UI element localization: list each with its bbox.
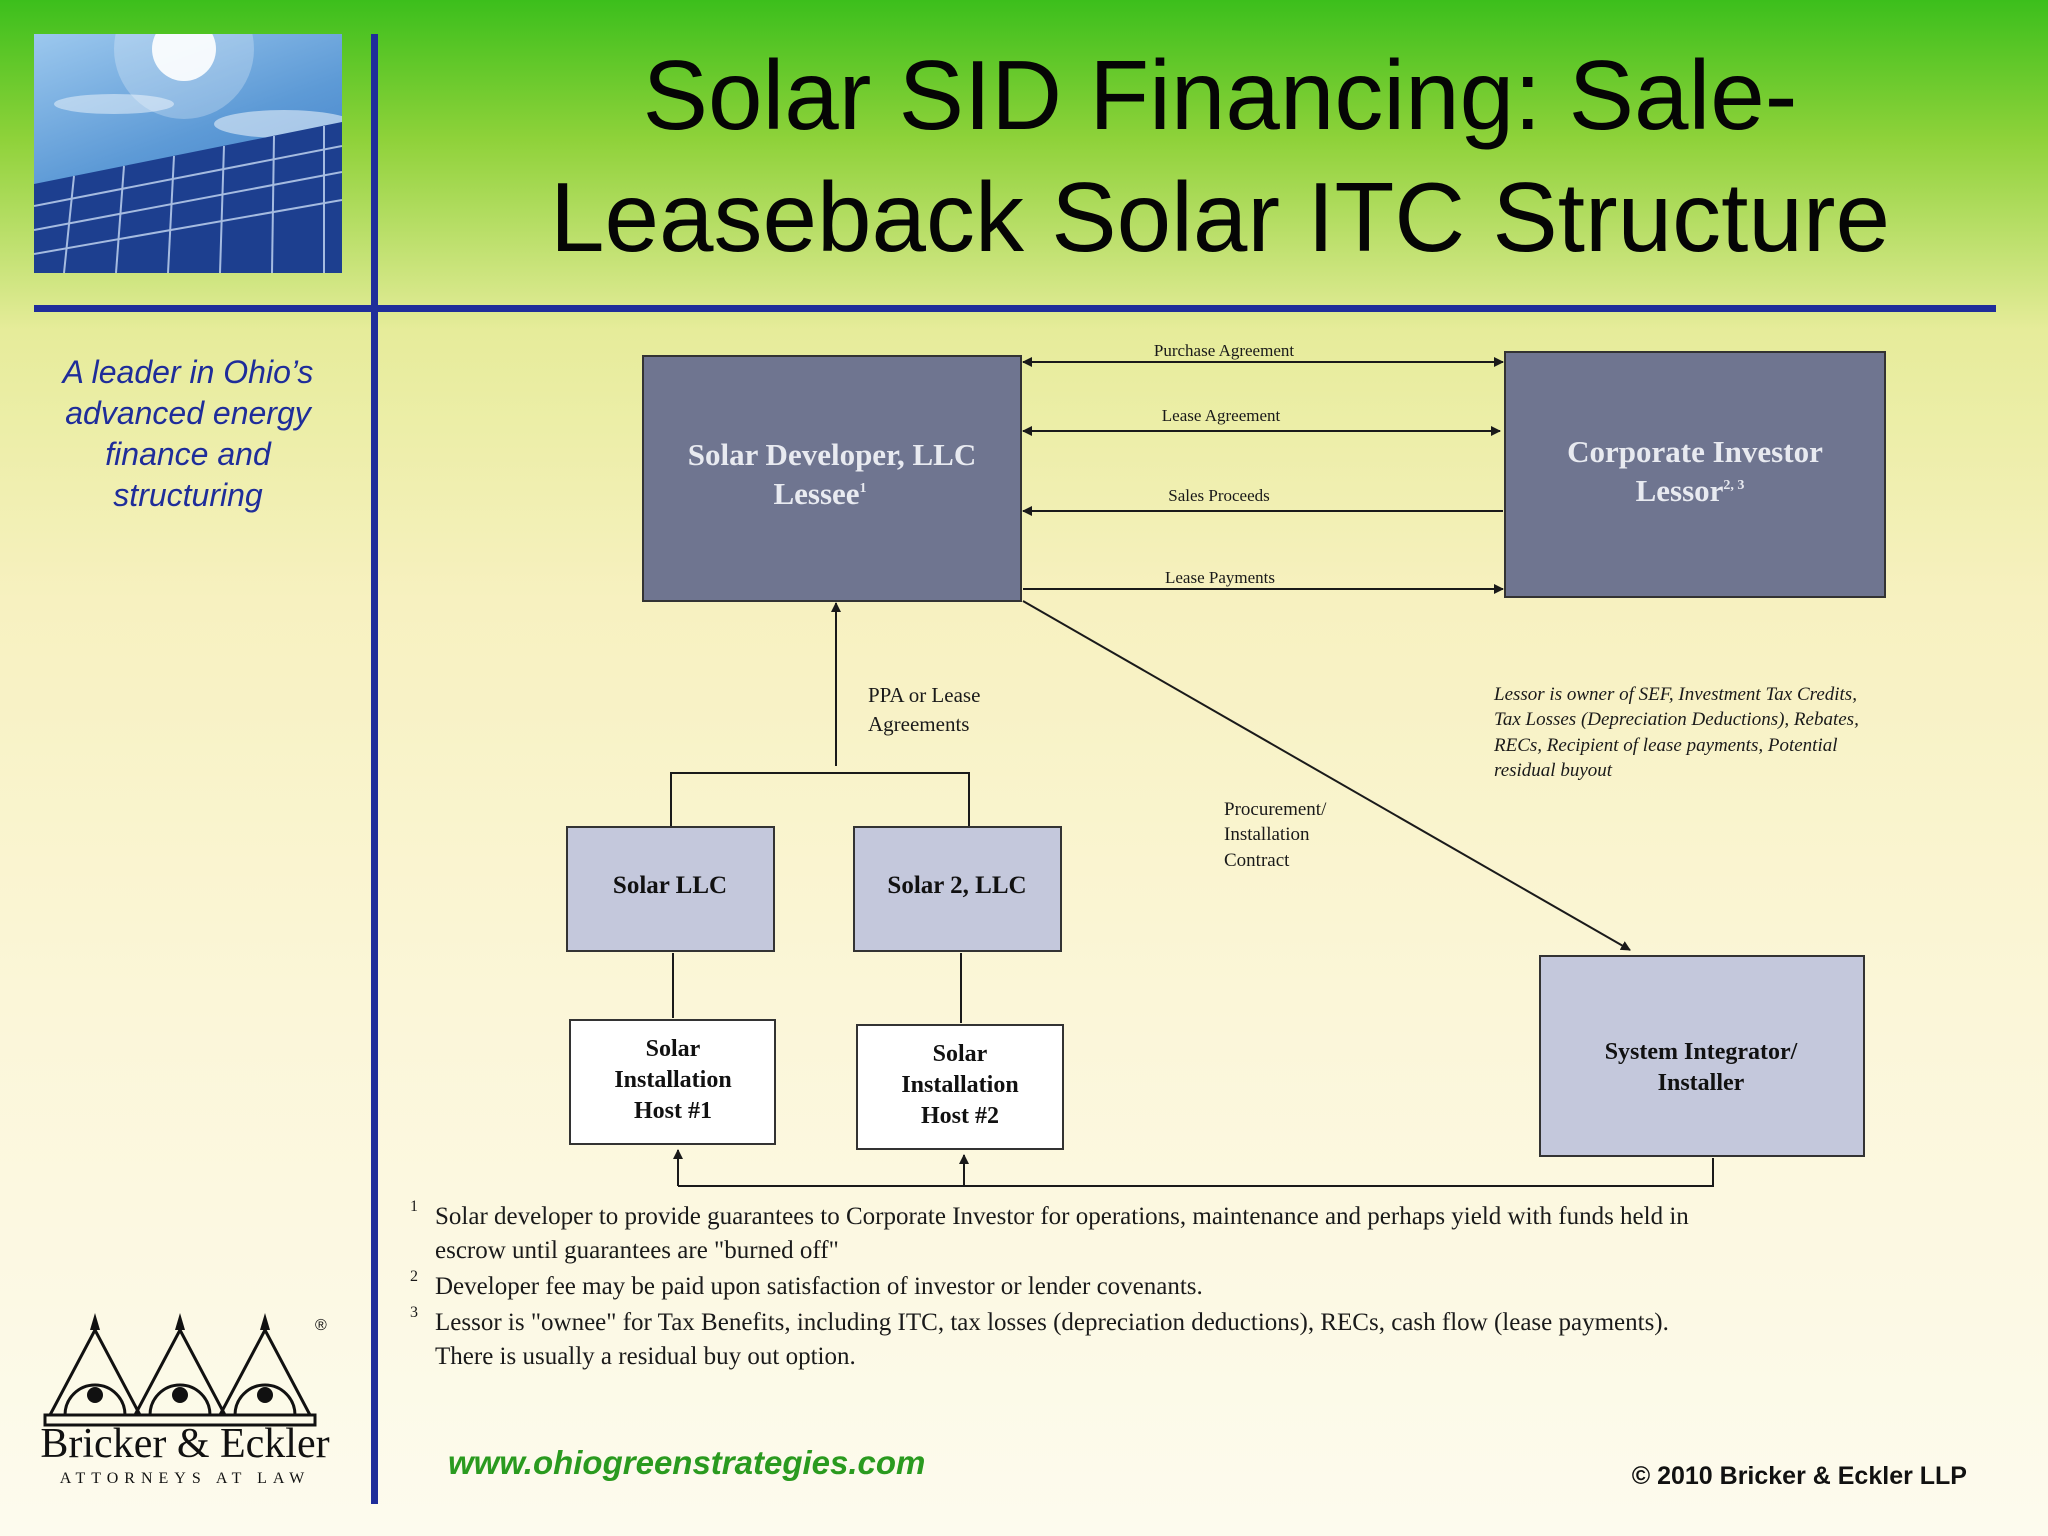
tagline-line: structuring [113,477,263,513]
procurement-label: Procurement/ [1224,799,1327,820]
tagline-line: finance and [105,436,271,472]
corporate-investor-box [1504,351,1886,598]
sales-proceeds-label: Sales Proceeds [1168,486,1270,505]
tagline: A leader in Ohio’s advanced energy finan… [34,352,342,516]
investor-role: Lessor2, 3 [1636,473,1745,508]
firm-name: Bricker & Eckler [40,1421,330,1467]
ppa-label: Agreements [868,712,969,736]
host-2-label: Solar [933,1041,988,1067]
lease-agreement-label: Lease Agreement [1162,406,1281,425]
vertical-divider [371,34,378,1504]
website-link[interactable]: www.ohiogreenstrategies.com [448,1444,926,1481]
tagline-line: A leader in Ohio’s [62,354,314,390]
host-1-label: Host #1 [634,1098,712,1124]
footnotes: 1 Solar developer to provide guarantees … [410,1198,1970,1376]
host-1-label: Solar [646,1036,701,1062]
developer-label: Solar Developer, LLC [688,437,976,472]
solar-2-llc-label: Solar 2, LLC [887,872,1026,899]
solar-llc-label: Solar LLC [613,872,727,899]
solar-panel-photo [34,34,342,273]
solar-2-llc-box [853,826,1062,952]
lessor-note: RECs, Recipient of lease payments, Poten… [1493,735,1838,756]
host-2-label: Host #2 [921,1103,999,1129]
lessor-note: residual buyout [1494,760,1613,781]
system-integrator-box [1539,955,1865,1157]
title-line-2: Leaseback Solar ITC Structure [550,162,1890,272]
footnote-text: There is usually a residual buy out opti… [435,1343,856,1370]
firm-subtitle: ATTORNEYS AT LAW [59,1470,311,1487]
integrator-label: Installer [1658,1070,1745,1096]
solar-panel-graphic [34,34,342,273]
host-2-box [856,1024,1064,1150]
footnote-number: 2 [410,1268,418,1285]
ppa-label: PPA or Lease [868,683,980,707]
registered-mark: ® [315,1317,327,1334]
footnote-text: Lessor is "ownee" for Tax Benefits, incl… [435,1309,1669,1336]
footnote-number: 1 [410,1198,418,1215]
footnote-text: escrow until guarantees are "burned off" [435,1237,839,1264]
tagline-line: advanced energy [65,395,311,431]
solar-developer-box [642,355,1022,602]
investor-label: Corporate Investor [1567,434,1823,469]
lessor-note: Lessor is owner of SEF, Investment Tax C… [1493,684,1857,705]
procurement-label: Contract [1224,850,1290,871]
procurement-arrow [1022,600,1631,951]
host-1-box [569,1019,776,1145]
lessor-note: Tax Losses (Depreciation Deductions), Re… [1494,709,1859,730]
title-line-1: Solar SID Financing: Sale- [642,40,1798,150]
procurement-label: Installation [1224,824,1310,845]
page-title: Solar SID Financing: Sale- Leaseback Sol… [440,34,2000,278]
ppa-bracket [670,772,970,826]
footnote-text: Developer fee may be paid upon satisfact… [435,1273,1203,1300]
footnote-number: 3 [410,1304,418,1321]
host-2-label: Installation [901,1072,1018,1098]
footnote-text: Solar developer to provide guarantees to… [435,1203,1689,1230]
solar-llc-box [566,826,775,952]
installer-return-line [678,1158,1714,1187]
lease-payments-label: Lease Payments [1165,568,1275,587]
horizontal-divider [34,305,1996,312]
purchase-agreement-label: Purchase Agreement [1154,341,1294,360]
copyright: © 2010 Bricker & Eckler LLP [1631,1462,1967,1490]
footnote-1: 1 Solar developer to provide guarantees … [410,1198,1970,1268]
integrator-label: System Integrator/ [1605,1039,1798,1065]
developer-role: Lessee1 [773,476,866,511]
footnote-2: 2 Developer fee may be paid upon satisfa… [410,1268,1970,1304]
bricker-eckler-logo-icon: ® [43,1313,327,1427]
host-1-label: Installation [614,1067,731,1093]
footnote-3: 3 Lessor is "ownee" for Tax Benefits, in… [410,1304,1970,1374]
